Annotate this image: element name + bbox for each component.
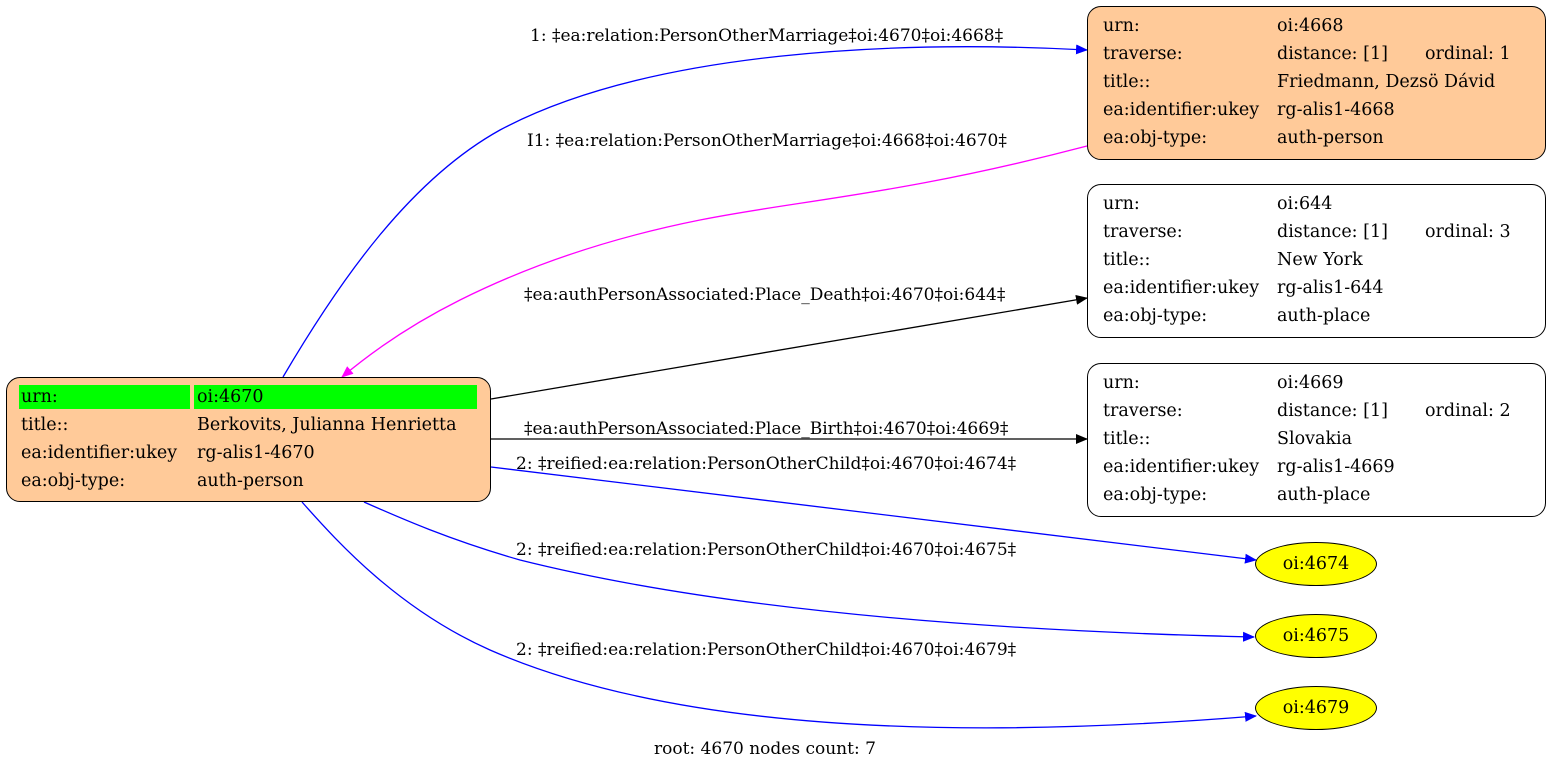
node-key: title:: [1103, 429, 1151, 449]
node-oi-4669[interactable]: urn: oi:4669 traverse: distance: [1] ord… [1087, 363, 1546, 517]
node-urn-value: oi:644 [1277, 194, 1333, 214]
graph-footer: root: 4670 nodes count: 7 [654, 739, 876, 759]
node-key: ea:obj-type: [21, 471, 126, 491]
node-key: title:: [1103, 250, 1151, 270]
node-ukey-value: rg-alis1-4670 [197, 443, 315, 463]
node-type-value: auth-place [1277, 485, 1371, 505]
node-urn-value: oi:4670 [197, 387, 264, 407]
edge-marriage [282, 44, 1088, 378]
node-title-value: Berkovits, Julianna Henrietta [197, 415, 457, 435]
node-key: ea:identifier:ukey [1103, 100, 1260, 120]
leaf-node-oi-4679[interactable]: oi:4679 [1255, 686, 1377, 730]
leaf-node-oi-4674[interactable]: oi:4674 [1255, 542, 1377, 586]
edge-marriage-inverse [341, 145, 1088, 378]
node-ordinal: ordinal: 2 [1425, 401, 1511, 421]
node-distance: distance: [1] [1277, 44, 1388, 64]
node-ukey-value: rg-alis1-4668 [1277, 100, 1395, 120]
node-oi-644[interactable]: urn: oi:644 traverse: distance: [1] ordi… [1087, 184, 1546, 338]
node-key: title:: [21, 415, 69, 435]
node-type-value: auth-place [1277, 306, 1371, 326]
edge-label-marriage-inverse: I1: ‡ea:relation:PersonOtherMarriage‡oi:… [527, 131, 1007, 151]
edge-label-child-4679: 2: ‡reified:ea:relation:PersonOtherChild… [516, 640, 1017, 660]
node-oi-4670[interactable]: urn: oi:4670 title:: Berkovits, Julianna… [6, 377, 491, 502]
edge-label-child-4674: 2: ‡reified:ea:relation:PersonOtherChild… [516, 454, 1017, 474]
node-key: ea:identifier:ukey [21, 443, 178, 463]
node-row-urn: urn: oi:4670 [19, 384, 479, 410]
node-type-value: auth-person [1277, 128, 1384, 148]
node-ordinal: ordinal: 3 [1425, 222, 1511, 242]
node-key: urn: [1103, 373, 1140, 393]
node-key: urn: [1103, 16, 1140, 36]
node-distance: distance: [1] [1277, 401, 1388, 421]
node-key: traverse: [1103, 401, 1183, 421]
node-title-value: Friedmann, Dezsö Dávid [1277, 72, 1496, 92]
node-distance: distance: [1] [1277, 222, 1388, 242]
edge-label-place-birth: ‡ea:authPersonAssociated:Place_Birth‡oi:… [524, 419, 1009, 439]
edge-label-place-death: ‡ea:authPersonAssociated:Place_Death‡oi:… [524, 285, 1006, 305]
node-key: ea:identifier:ukey [1103, 278, 1260, 298]
node-urn-value: oi:4668 [1277, 16, 1344, 36]
node-key: urn: [1103, 194, 1140, 214]
node-key: urn: [21, 387, 58, 407]
edge-label-child-4675: 2: ‡reified:ea:relation:PersonOtherChild… [516, 540, 1017, 560]
edge-child-4679 [301, 501, 1257, 729]
node-urn-value: oi:4669 [1277, 373, 1344, 393]
node-ordinal: ordinal: 1 [1425, 44, 1511, 64]
node-title-value: New York [1277, 250, 1363, 270]
node-key: title:: [1103, 72, 1151, 92]
node-key: ea:obj-type: [1103, 128, 1208, 148]
node-type-value: auth-person [197, 471, 304, 491]
node-key: traverse: [1103, 44, 1183, 64]
edge-label-marriage: 1: ‡ea:relation:PersonOtherMarriage‡oi:4… [530, 26, 1004, 46]
node-title-value: Slovakia [1277, 429, 1353, 449]
node-ukey-value: rg-alis1-644 [1277, 278, 1384, 298]
edge-place-death [490, 294, 1088, 400]
edge-child-4674 [490, 466, 1257, 564]
node-key: ea:identifier:ukey [1103, 457, 1260, 477]
leaf-node-oi-4675[interactable]: oi:4675 [1255, 614, 1377, 658]
node-key: ea:obj-type: [1103, 485, 1208, 505]
node-key: ea:obj-type: [1103, 306, 1208, 326]
node-oi-4668[interactable]: urn: oi:4668 traverse: distance: [1] ord… [1087, 6, 1546, 160]
node-ukey-value: rg-alis1-4669 [1277, 457, 1395, 477]
node-key: traverse: [1103, 222, 1183, 242]
edge-child-4675 [363, 501, 1255, 642]
